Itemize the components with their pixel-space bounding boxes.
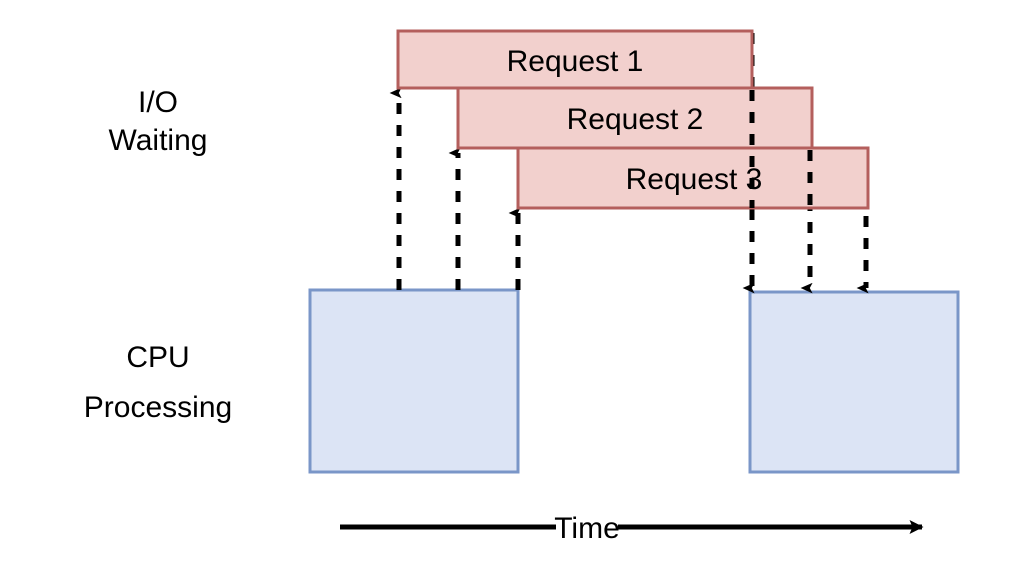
io-request-1: [396, 29, 754, 90]
io-request-3-label: Request 3: [626, 163, 763, 196]
io-lane-label-line2: Waiting: [109, 124, 208, 157]
cpu-block-1: [308, 288, 520, 474]
time-axis-label: Time: [554, 512, 620, 545]
io-lane-label: I/O Waiting: [109, 86, 208, 157]
cpu-lane-label: CPU Processing: [84, 341, 232, 424]
dispatch-arrows-group: [389, 87, 521, 290]
io-request-1-box: [396, 29, 754, 90]
completion-arrow-overlays: [749, 90, 813, 208]
io-lane-label-line1: I/O: [138, 86, 178, 119]
io-request-2-label: Request 2: [567, 103, 704, 136]
time-axis: Time: [340, 512, 924, 545]
cpu-blocks-group: [308, 288, 960, 474]
cpu-lane-label-line1: CPU: [126, 341, 189, 374]
io-request-1-label: Request 1: [507, 45, 644, 78]
cpu-block-2: [748, 290, 960, 474]
cpu-lane-label-line2: Processing: [84, 391, 232, 424]
